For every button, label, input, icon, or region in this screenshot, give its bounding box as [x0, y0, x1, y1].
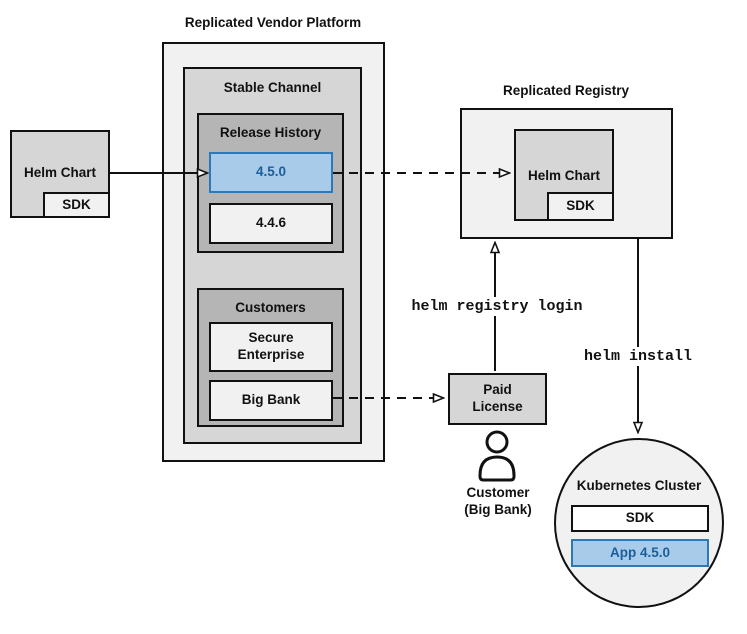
source-helm-chart-label: Helm Chart: [23, 165, 96, 180]
customer-name-line2: (Big Bank): [464, 501, 532, 517]
customers-title: Customers: [235, 300, 306, 315]
customer-big-bank: Big Bank: [209, 380, 333, 421]
kubernetes-cluster-title: Kubernetes Cluster: [576, 478, 702, 493]
registry-title: Replicated Registry: [502, 83, 630, 98]
customer-name: Customer (Big Bank): [464, 485, 532, 519]
registry-box: Helm Chart SDK: [460, 108, 673, 239]
registry-helm-chart-box: Helm Chart SDK: [514, 129, 614, 221]
release-version-446-label: 4.4.6: [255, 215, 287, 231]
vendor-platform-title: Replicated Vendor Platform: [184, 15, 362, 30]
paid-license-box: Paid License: [448, 373, 547, 425]
person-icon: [478, 430, 516, 482]
release-version-450-label: 4.5.0: [255, 164, 287, 180]
registry-sdk-box: SDK: [547, 192, 614, 221]
release-history-title: Release History: [219, 125, 322, 140]
source-helm-chart-box: Helm Chart SDK: [10, 130, 110, 218]
cluster-sdk-label: SDK: [625, 510, 655, 526]
release-version-446: 4.4.6: [209, 203, 333, 244]
cluster-sdk-box: SDK: [571, 505, 709, 532]
customer-big-bank-label: Big Bank: [241, 392, 301, 408]
stable-channel-box: Stable Channel Release History 4.5.0 4.4…: [183, 67, 362, 444]
release-version-450: 4.5.0: [209, 152, 333, 193]
customers-box: Customers Secure Enterprise Big Bank: [197, 288, 344, 427]
vendor-platform-box: Stable Channel Release History 4.5.0 4.4…: [162, 42, 385, 462]
cmd-helm-install: helm install: [578, 347, 698, 366]
customer-secure-enterprise: Secure Enterprise: [209, 322, 333, 372]
customer-name-line1: Customer: [466, 485, 530, 500]
kubernetes-cluster-circle: Kubernetes Cluster SDK App 4.5.0: [554, 438, 724, 608]
customer-secure-enterprise-label-wrap: Secure Enterprise: [211, 324, 331, 370]
cluster-app-box: App 4.5.0: [571, 539, 709, 567]
stable-channel-title: Stable Channel: [223, 80, 322, 95]
registry-helm-chart-label: Helm Chart: [527, 168, 600, 183]
source-sdk-label: SDK: [62, 196, 91, 212]
source-sdk-box: SDK: [43, 192, 110, 218]
release-history-box: Release History 4.5.0 4.4.6: [197, 113, 344, 253]
customer-secure-enterprise-label: Secure Enterprise: [237, 330, 305, 362]
cluster-app-label: App 4.5.0: [609, 544, 671, 560]
cmd-helm-registry-login: helm registry login: [406, 297, 588, 316]
paid-license-label-wrap: Paid License: [450, 375, 545, 423]
paid-license-label: Paid License: [472, 382, 523, 414]
registry-sdk-label: SDK: [566, 198, 595, 214]
